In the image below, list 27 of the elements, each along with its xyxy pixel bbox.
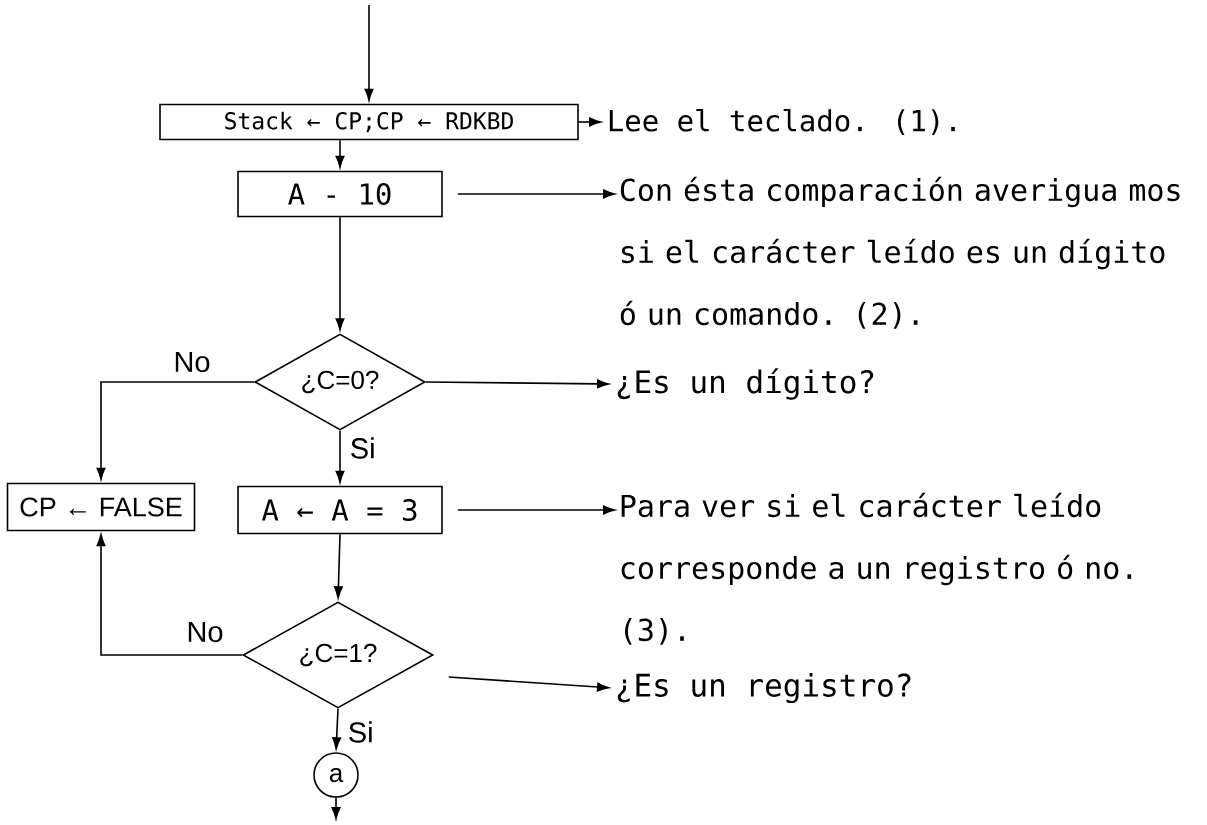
arrow	[457, 189, 616, 199]
edge-label: Si	[346, 720, 375, 744]
arrow	[364, 4, 374, 101]
process-box: A ← A = 3	[237, 485, 443, 535]
arrow	[331, 797, 341, 820]
arrow	[333, 533, 343, 599]
process-box: A - 10	[237, 170, 443, 218]
annotation-text: ¿Es un registro?	[617, 672, 911, 704]
annotation-text: Para ver si el carácter leído corresponde a un registro ó no. (3).	[621, 492, 1132, 645]
edge-label: No	[172, 350, 212, 374]
annotation-text: Con ésta comparación averigua mos si el carácter leído es un dígito ó un comando. (2).	[620, 176, 1180, 329]
annotation-text: ¿Es un dígito?	[617, 368, 874, 400]
arrow	[578, 117, 602, 127]
process-box: CP ← FALSE	[6, 482, 196, 532]
arrow	[332, 708, 342, 750]
arrow	[96, 534, 243, 656]
arrow	[335, 430, 345, 483]
annotation-text: Lee el teclado. (1).	[609, 109, 955, 135]
arrow	[425, 379, 610, 389]
edge-label: No	[185, 620, 225, 644]
arrow	[96, 381, 255, 480]
process-box: Stack ← CP;CP ← RDKBD	[159, 103, 579, 141]
arrow	[448, 676, 610, 692]
arrow	[335, 139, 345, 168]
arrow	[457, 505, 616, 515]
arrow	[335, 216, 345, 331]
edge-label: Si	[348, 436, 377, 460]
